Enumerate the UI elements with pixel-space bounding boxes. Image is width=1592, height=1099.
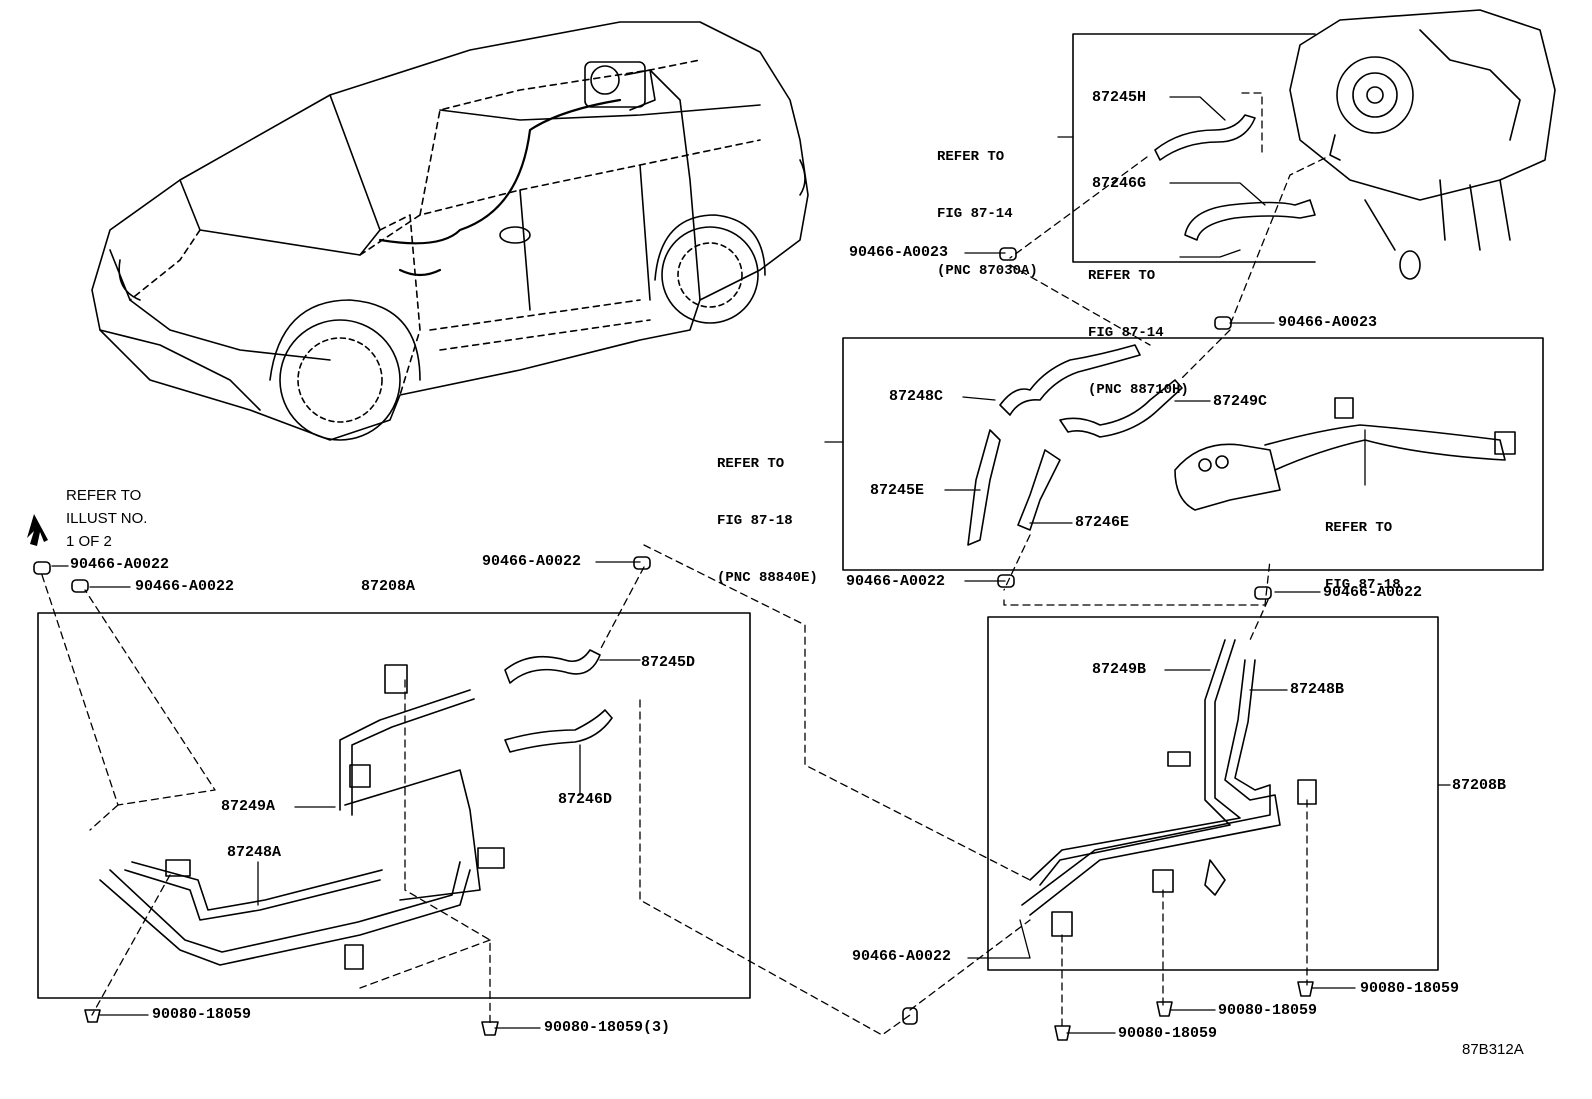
pipe-87248A-upper — [124, 861, 383, 921]
part-label[interactable]: 87248A — [227, 844, 282, 861]
hose-87246E — [1017, 449, 1061, 531]
part-label[interactable]: 87245E — [870, 482, 925, 499]
part-label[interactable]: 90080-18059(3) — [544, 1019, 671, 1036]
pipe-87249B — [1029, 639, 1241, 886]
label-leaders — [51, 96, 1451, 1034]
refer-fig-87-14-b: REFER TO FIG 87-14 (PNC 88710H) — [1088, 268, 1189, 398]
refer-arrow-icon — [27, 514, 48, 546]
part-label[interactable]: 90466-A0023 — [1278, 314, 1378, 331]
part-label[interactable]: 87249A — [221, 798, 276, 815]
part-label[interactable]: 90466-A0022 — [70, 556, 170, 573]
hose-87248C — [999, 344, 1141, 416]
part-label[interactable]: 87246D — [558, 791, 613, 808]
hose-87245D — [504, 649, 601, 684]
bracket-87208B — [1204, 859, 1226, 896]
leader-lines — [41, 92, 1326, 1036]
part-label[interactable]: 90466-A0022 — [1323, 584, 1423, 601]
rear-heater-unit-icon — [584, 61, 656, 111]
hose-87246G — [1184, 199, 1316, 241]
part-label[interactable]: 90080-18059 — [152, 1006, 252, 1023]
part-label[interactable]: 90080-18059 — [1360, 980, 1460, 997]
part-label[interactable]: 87249C — [1213, 393, 1268, 410]
figure-code: 87B312A — [1462, 1041, 1524, 1058]
part-label[interactable]: 90466-A0022 — [846, 573, 946, 590]
heater-unit-icon — [1289, 9, 1556, 280]
part-label[interactable]: 87249B — [1092, 661, 1147, 678]
box-87208B — [987, 616, 1439, 971]
pipe-87248A — [99, 861, 471, 966]
part-label[interactable]: 87248B — [1290, 681, 1345, 698]
refer-fig-87-18-b: REFER TO FIG 87-18 — [1325, 520, 1401, 593]
bracket-upper-right — [1072, 33, 1316, 263]
clip-icons — [165, 664, 1317, 970]
vehicle-illustration — [91, 21, 809, 441]
heater-core-assembly — [1174, 397, 1516, 511]
refer-fig-87-18-a: REFER TO FIG 87-18 (PNC 88840E) — [717, 456, 818, 586]
pipe-87248B — [1021, 659, 1281, 916]
part-label[interactable]: 87208B — [1452, 777, 1507, 794]
pipe-87249A — [339, 689, 481, 901]
part-label[interactable]: 87245D — [641, 654, 696, 671]
hose-87246D — [504, 709, 613, 753]
part-label[interactable]: 87246E — [1075, 514, 1130, 531]
hose-87249C — [1059, 379, 1183, 438]
refer-illust-note: REFER TO ILLUST NO. 1 OF 2 — [66, 487, 148, 550]
hose-87245H — [1154, 114, 1256, 161]
part-label[interactable]: 87246G — [1092, 175, 1147, 192]
part-label[interactable]: 87245H — [1092, 89, 1147, 106]
fastener-icons — [33, 247, 1314, 1041]
part-label[interactable]: 90466-A0023 — [849, 244, 949, 261]
refer-fig-87-14-a: REFER TO FIG 87-14 (PNC 87030A) — [937, 149, 1038, 279]
part-label[interactable]: 87248C — [889, 388, 944, 405]
box-87208A — [37, 612, 751, 999]
part-label[interactable]: 90080-18059 — [1118, 1025, 1218, 1042]
box-upper-hoses — [842, 337, 1544, 571]
hose-87245E — [967, 429, 1001, 546]
part-label[interactable]: 90080-18059 — [1218, 1002, 1318, 1019]
part-label[interactable]: 90466-A0022 — [852, 948, 952, 965]
part-label[interactable]: 87208A — [361, 578, 416, 595]
part-label[interactable]: 90466-A0022 — [482, 553, 582, 570]
part-label[interactable]: 90466-A0022 — [135, 578, 235, 595]
